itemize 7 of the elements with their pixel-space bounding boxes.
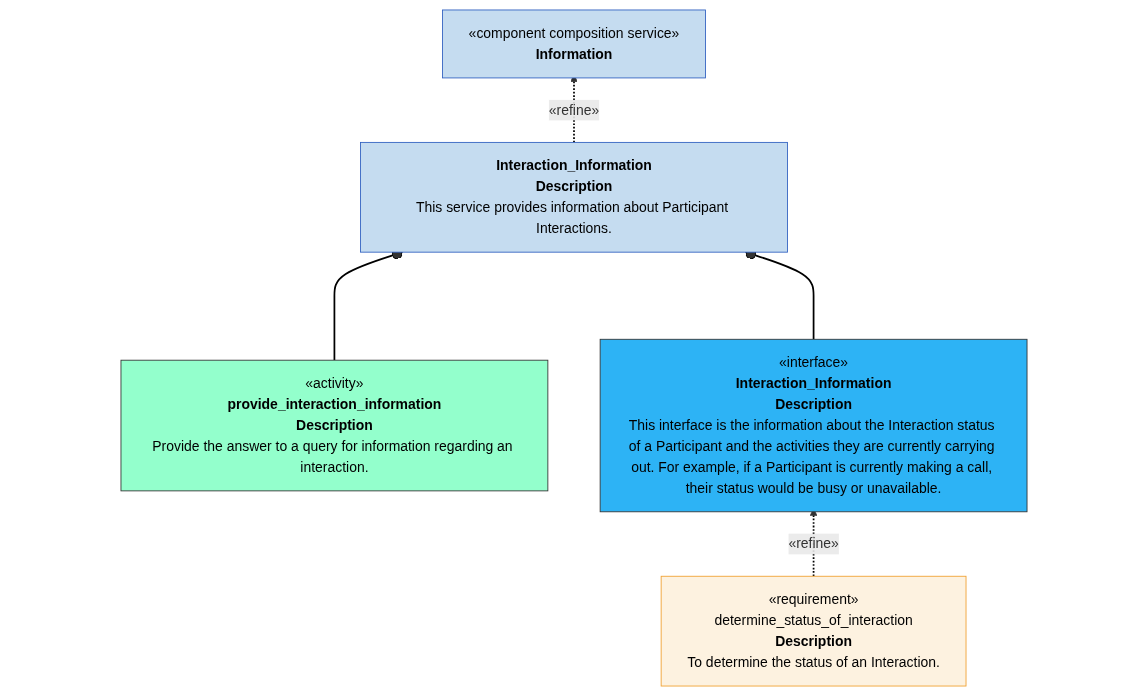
edge-label: «refine» [548, 101, 600, 117]
node-box: «interface» Interaction_Information Description This interface is the information about the Interaction status of a Participant and the activities they are currently carrying out. For example, if a Participant is currently making a call, their status would be busy or unavailable. [599, 338, 1028, 512]
edge-label: «refine» [788, 535, 839, 551]
node-box: «requirement» determine_status_of_interaction Description To determine the status of an Interaction. [660, 575, 967, 686]
node-box: Interaction_Information Description This service provides information about Participant Interactions. [360, 141, 788, 253]
node-box: «activity» provide_interaction_information Description Provide the answer to a query for information regarding an interaction. [120, 359, 549, 491]
node-box: «component composition service» Information [442, 9, 706, 78]
